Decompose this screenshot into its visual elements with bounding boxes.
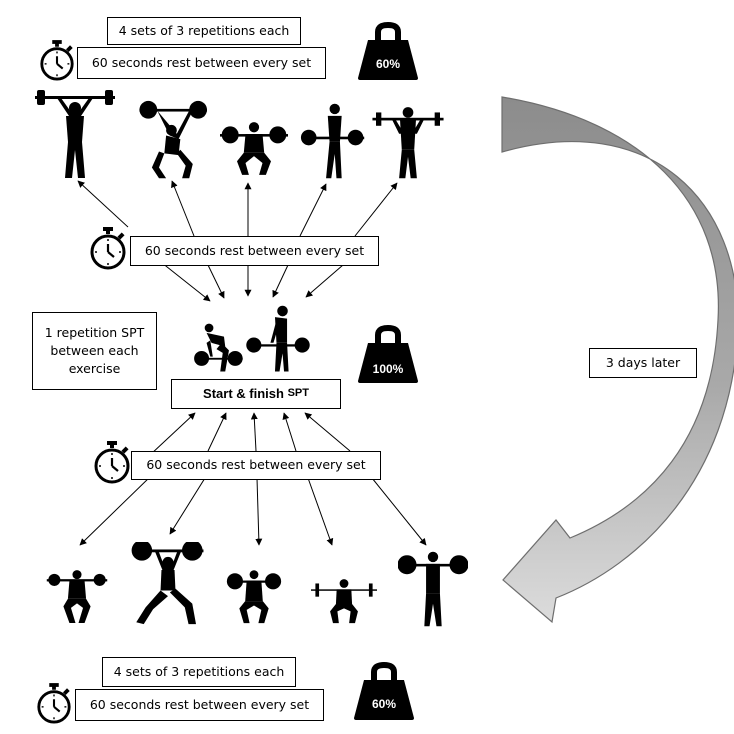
- weightlifter-silhouette-icon: [35, 90, 115, 178]
- weightlifter-silhouette-icon: [194, 323, 243, 372]
- svg-text:60%: 60%: [376, 57, 400, 71]
- top-sets-label: 4 sets of 3 repetitions each: [107, 17, 301, 45]
- stopwatch-icon: [94, 441, 131, 484]
- curved-arrow-icon: [501, 96, 734, 624]
- kettlebell-weight-icon: 60%: [354, 665, 414, 720]
- arrow-group-bottom-up: [149, 412, 351, 456]
- weightlifter-silhouette-icon: [372, 107, 444, 179]
- start-finish-spt-label: Start & finish SPT: [171, 379, 341, 409]
- spt-description-text: 1 repetition SPT between each exercise: [44, 324, 145, 377]
- weightlifter-silhouette-icon: [131, 542, 204, 625]
- kettlebell-weight-icon: 60%: [358, 25, 418, 80]
- stopwatch-icon: [90, 227, 127, 270]
- weightlifter-silhouette-icon: [139, 100, 207, 179]
- arrow-group-bottom-down: [79, 474, 427, 546]
- middle-lower-rest-label: 60 seconds rest between every set: [131, 451, 381, 480]
- stopwatch-icon: [40, 40, 75, 81]
- stopwatch-icon: [37, 683, 72, 724]
- weightlifter-silhouette-icon: [311, 579, 377, 624]
- svg-text:100%: 100%: [373, 362, 404, 376]
- three-days-later-label: 3 days later: [589, 348, 697, 378]
- bottom-sets-label: 4 sets of 3 repetitions each: [102, 657, 296, 687]
- top-sets-text: 4 sets of 3 repetitions each: [118, 22, 290, 38]
- weightlifter-silhouette-icon: [46, 570, 108, 623]
- spt-abbrev: SPT: [287, 387, 309, 400]
- svg-text:60%: 60%: [372, 697, 396, 711]
- arrow-group-top-down: [151, 254, 344, 302]
- weightlifter-silhouette-icon: [398, 551, 468, 627]
- middle-upper-rest-label: 60 seconds rest between every set: [130, 236, 379, 266]
- spt-description-label: 1 repetition SPT between each exercise: [32, 312, 157, 390]
- weightlifter-silhouette-icon: [246, 305, 310, 372]
- kettlebell-weight-icon: 100%: [358, 328, 418, 383]
- weightlifter-silhouette-icon: [226, 570, 282, 624]
- middle-lower-rest-text: 60 seconds rest between every set: [146, 457, 366, 473]
- middle-upper-rest-text: 60 seconds rest between every set: [144, 242, 365, 258]
- top-rest-text: 60 seconds rest between every set: [91, 54, 312, 70]
- bottom-rest-text: 60 seconds rest between every set: [89, 696, 310, 712]
- weightlifter-silhouette-icon: [300, 103, 365, 179]
- bottom-sets-text: 4 sets of 3 repetitions each: [113, 663, 285, 679]
- start-finish-text: Start & finish: [203, 385, 284, 401]
- weightlifter-silhouette-icon: [220, 122, 288, 175]
- top-rest-label: 60 seconds rest between every set: [77, 47, 326, 79]
- bottom-rest-label: 60 seconds rest between every set: [75, 689, 324, 721]
- three-days-later-text: 3 days later: [605, 354, 681, 370]
- arrow-group-top-up: [77, 180, 398, 237]
